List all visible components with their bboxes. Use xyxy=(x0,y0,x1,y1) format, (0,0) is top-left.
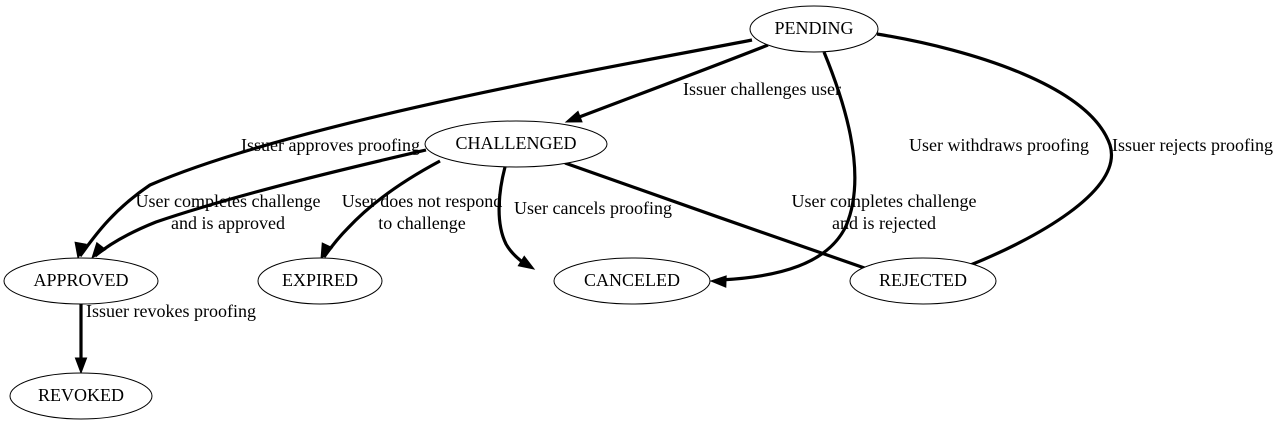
edge-label-approved-revoked: Issuer revokes proofing xyxy=(86,301,256,321)
edge-pending-canceled xyxy=(709,51,857,288)
node-pending[interactable]: PENDING xyxy=(749,5,879,53)
arrowhead-challenged-approved xyxy=(91,241,107,260)
arrowhead-approved-revoked xyxy=(74,357,88,375)
edge-pending-approved xyxy=(74,38,753,260)
node-label-challenged: CHALLENGED xyxy=(456,133,577,153)
edge-label-challenged-canceled: User cancels proofing xyxy=(514,198,672,218)
arrowhead-pending-canceled xyxy=(709,275,727,288)
node-challenged[interactable]: CHALLENGED xyxy=(424,120,608,168)
edge-label-line1-challenged-expired: User does not respond xyxy=(342,191,502,211)
edge-line-challenged-canceled xyxy=(497,166,529,268)
node-shape-revoked xyxy=(9,372,153,420)
node-shape-approved xyxy=(3,257,159,305)
edge-approved-revoked xyxy=(74,304,88,375)
node-label-pending: PENDING xyxy=(775,18,854,38)
edge-labels-layer: Issuer approves proofing Issuer challenge… xyxy=(86,79,1273,321)
edge-label-pending-rejected: Issuer rejects proofing xyxy=(1112,135,1273,155)
edge-pending-rejected xyxy=(876,32,1114,282)
node-revoked[interactable]: REVOKED xyxy=(9,372,153,420)
edge-label-pending-challenged: Issuer challenges user xyxy=(683,79,841,99)
edge-line-challenged-rejected xyxy=(564,161,877,274)
node-expired[interactable]: EXPIRED xyxy=(257,257,383,305)
node-label-rejected: REJECTED xyxy=(879,270,967,290)
node-shape-challenged xyxy=(424,120,608,168)
node-shape-rejected xyxy=(849,257,997,305)
edge-label-line2-challenged-expired: to challenge xyxy=(378,213,465,233)
edge-challenged-expired xyxy=(320,159,441,261)
edge-challenged-canceled xyxy=(497,166,536,270)
edge-label-pending-approved: Issuer approves proofing xyxy=(241,135,420,155)
arrowhead-pending-challenged xyxy=(564,110,583,123)
edge-line-pending-canceled xyxy=(719,51,857,282)
edge-label-line1-challenged-rejected: User completes challenge xyxy=(792,191,977,211)
node-label-canceled: CANCELED xyxy=(584,270,680,290)
edge-line-pending-rejected xyxy=(876,32,1114,268)
node-shape-canceled xyxy=(553,257,711,305)
arrowhead-challenged-canceled xyxy=(517,255,536,270)
arrowhead-pending-approved xyxy=(74,241,87,260)
node-approved[interactable]: APPROVED xyxy=(3,257,159,305)
edge-line-pending-challenged xyxy=(573,43,769,121)
edge-label-line1-challenged-approved: User completes challenge xyxy=(136,191,321,211)
arrowhead-challenged-expired xyxy=(320,242,334,261)
edge-challenged-approved xyxy=(91,148,427,260)
node-label-revoked: REVOKED xyxy=(38,385,124,405)
edge-label-line2-challenged-rejected: and is rejected xyxy=(832,213,936,233)
node-canceled[interactable]: CANCELED xyxy=(553,257,711,305)
node-label-expired: EXPIRED xyxy=(282,270,358,290)
edge-pending-challenged xyxy=(564,43,769,123)
edge-line-challenged-approved xyxy=(93,148,427,258)
node-rejected[interactable]: REJECTED xyxy=(849,257,997,305)
edge-label-pending-canceled: User withdraws proofing xyxy=(909,135,1089,155)
edge-line-pending-approved xyxy=(78,38,753,257)
edge-label-line2-challenged-approved: and is approved xyxy=(171,213,285,233)
nodes-layer: PENDING CHALLENGED APPROVED EXPIRED CANCELED… xyxy=(3,5,997,420)
node-label-approved: APPROVED xyxy=(33,270,128,290)
node-shape-pending xyxy=(749,5,879,53)
node-shape-expired xyxy=(257,257,383,305)
